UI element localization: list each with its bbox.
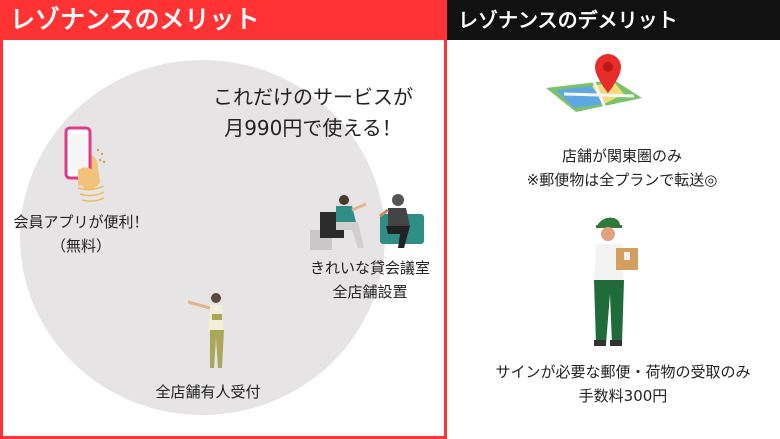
demerit-fee-line-1: サインが必要な郵便・荷物の受取のみ [495,363,751,381]
map-pin-icon [544,52,644,128]
merit-headline: これだけのサービスが 月990円で使える！ [198,82,428,144]
feature-app: 会員アプリが便利！ （無料） [5,210,157,258]
headline-line-2: 月990円で使える！ [224,116,402,140]
demerit-fee-line-2: 手数料300円 [578,387,668,405]
delivery-person-icon [588,214,648,354]
feature-meeting-line-2: 全店舗設置 [332,283,408,301]
demerit-fee: サインが必要な郵便・荷物の受取のみ 手数料300円 [478,360,768,408]
feature-meeting-line-1: きれいな貸会議室 [309,259,430,277]
meeting-room-icon [306,190,428,254]
feature-app-line-1: 会員アプリが便利！ [13,213,149,231]
feature-reception-line-1: 全店舗有人受付 [155,383,261,401]
headline-line-1: これだけのサービスが [213,85,413,109]
demerit-header [447,0,780,40]
demerit-title: レゾナンスのデメリット [458,8,678,32]
feature-app-line-2: （無料） [50,237,111,255]
receptionist-icon [184,290,232,372]
demerit-location-line-2: ※郵便物は全プランで転送◎ [526,171,718,189]
merit-header [0,0,447,40]
feature-meeting-room: きれいな貸会議室 全店舗設置 [304,256,436,304]
demerit-location-line-1: 店舗が関東圏のみ [561,147,682,165]
phone-app-icon [52,124,122,209]
demerit-location: 店舗が関東圏のみ ※郵便物は全プランで転送◎ [500,144,744,192]
merit-title: レゾナンスのメリット [10,5,260,34]
feature-reception: 全店舗有人受付 [142,380,274,404]
